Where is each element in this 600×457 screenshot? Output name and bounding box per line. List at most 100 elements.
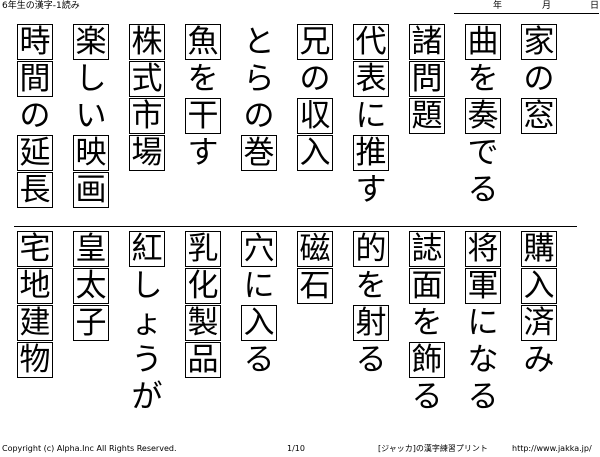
kana-char: を [355, 268, 387, 304]
kana-char: る [411, 379, 443, 415]
kanji-box: 面 [409, 268, 445, 304]
kanji-box: 誌 [409, 231, 445, 267]
kanji-box: 紅 [129, 231, 165, 267]
kana-char: ら [243, 61, 275, 97]
bottom-word-column: 宅地建物 [15, 231, 55, 379]
kanji-box: 表 [353, 61, 389, 97]
kana-char: と [243, 24, 275, 60]
date-day-label: 日 [590, 1, 600, 11]
kanji-box: 株 [129, 24, 165, 60]
kanji-box: 物 [17, 342, 53, 378]
top-word-column: 諸問題 [407, 24, 447, 135]
kana-char: る [467, 379, 499, 415]
kanji-box: 家 [521, 24, 557, 60]
kanji-box: 干 [185, 98, 221, 134]
bottom-word-column: 穴に入る [239, 231, 279, 379]
top-word-column: 兄の収入 [295, 24, 335, 172]
kanji-box: 延 [17, 135, 53, 171]
kanji-box: 地 [17, 268, 53, 304]
kana-char: を [467, 61, 499, 97]
kanji-box: 製 [185, 305, 221, 341]
kana-char: で [467, 135, 499, 171]
bottom-word-column: 的を射る [351, 231, 391, 379]
kanji-box: 時 [17, 24, 53, 60]
bottom-word-column: 将軍になる [463, 231, 503, 416]
copyright-text: Copyright (c) Alpha.Inc All Rights Reser… [2, 444, 177, 453]
kana-char: に [467, 305, 499, 341]
kanji-box: 飾 [409, 342, 445, 378]
kanji-box: 場 [129, 135, 165, 171]
kana-char: に [243, 268, 275, 304]
bottom-word-column: 購入済み [519, 231, 559, 379]
worksheet-title: 6年生の漢字-1読み [2, 1, 80, 11]
kanji-box: 長 [17, 172, 53, 208]
kana-char: み [523, 342, 555, 378]
kana-char: を [187, 61, 219, 97]
kanji-box: 軍 [465, 268, 501, 304]
date-month-label: 月 [542, 1, 552, 11]
top-word-column: 魚を干す [183, 24, 223, 172]
kanji-box: 的 [353, 231, 389, 267]
kana-char: の [299, 61, 331, 97]
date-field: 年 月 日 [454, 1, 599, 14]
kanji-box: 市 [129, 98, 165, 134]
bottom-word-column: 乳化製品 [183, 231, 223, 379]
top-word-column: 曲を奏でる [463, 24, 503, 209]
kanji-box: 宅 [17, 231, 53, 267]
kana-char: る [467, 172, 499, 208]
kanji-box: 済 [521, 305, 557, 341]
kanji-box: 入 [241, 305, 277, 341]
kanji-box: 射 [353, 305, 389, 341]
bottom-word-column: 紅しょうが [127, 231, 167, 416]
kanji-box: 購 [521, 231, 557, 267]
kanji-box: 太 [73, 268, 109, 304]
kanji-box: 収 [297, 98, 333, 134]
kana-char: る [243, 342, 275, 378]
kanji-box: 曲 [465, 24, 501, 60]
kanji-box: 式 [129, 61, 165, 97]
top-word-column: 時間の延長 [15, 24, 55, 209]
kana-char: す [187, 135, 219, 171]
kanji-box: 子 [73, 305, 109, 341]
kanji-box: 窓 [521, 98, 557, 134]
kana-char: す [355, 172, 387, 208]
page-number: 1/10 [287, 444, 305, 453]
bottom-word-column: 皇太子 [71, 231, 111, 342]
kana-char: し [75, 61, 107, 97]
top-word-column: 代表に推す [351, 24, 391, 209]
kanji-box: 映 [73, 135, 109, 171]
kanji-box: 代 [353, 24, 389, 60]
kana-char: の [523, 61, 555, 97]
kanji-box: 皇 [73, 231, 109, 267]
kanji-box: 磁 [297, 231, 333, 267]
kana-char: し [131, 268, 163, 304]
section-divider [14, 226, 577, 227]
kana-char: を [411, 305, 443, 341]
brand-text: [ジャッカ]の漢字練習プリント [378, 444, 488, 453]
kanji-box: 推 [353, 135, 389, 171]
kanji-box: 将 [465, 231, 501, 267]
kanji-box: 諸 [409, 24, 445, 60]
kanji-box: 楽 [73, 24, 109, 60]
kanji-box: 建 [17, 305, 53, 341]
kanji-box: 入 [521, 268, 557, 304]
kanji-box: 題 [409, 98, 445, 134]
kanji-box: 乳 [185, 231, 221, 267]
kanji-box: 巻 [241, 135, 277, 171]
kana-char: う [131, 342, 163, 378]
kana-char: い [75, 98, 107, 134]
top-word-column: 家の窓 [519, 24, 559, 135]
kanji-box: 間 [17, 61, 53, 97]
kana-char: に [355, 98, 387, 134]
site-url: http://www.jakka.jp/ [512, 444, 592, 453]
kana-char: の [19, 98, 51, 134]
kanji-box: 化 [185, 268, 221, 304]
kanji-box: 魚 [185, 24, 221, 60]
date-year-label: 年 [493, 1, 503, 11]
kanji-box: 問 [409, 61, 445, 97]
top-word-column: 楽しい映画 [71, 24, 111, 209]
kana-char: る [355, 342, 387, 378]
bottom-word-column: 誌面を飾る [407, 231, 447, 416]
kana-char: が [131, 379, 163, 415]
kana-char: な [467, 342, 499, 378]
